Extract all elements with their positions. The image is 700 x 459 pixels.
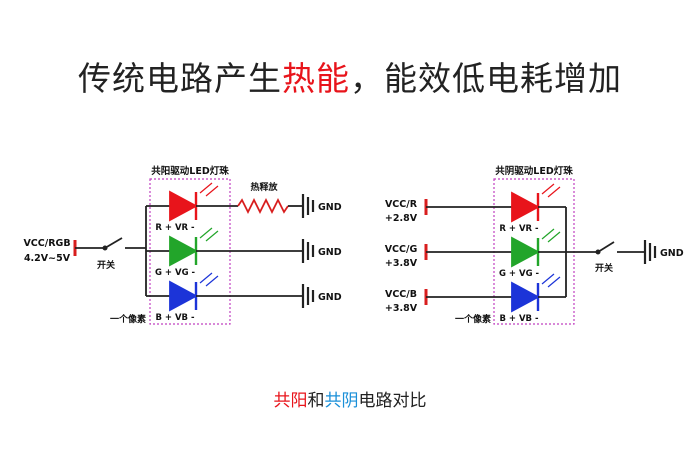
left-title: 共阳驱动LED灯珠 xyxy=(151,165,229,177)
left-led-r xyxy=(169,182,219,222)
caption-and: 和 xyxy=(307,391,325,411)
left-supply-label-2: 4.2V~5V xyxy=(24,253,71,264)
left-gnd-label-2: GND xyxy=(318,247,342,258)
right-led-r xyxy=(511,183,561,223)
right-supply-b-name: VCC/B xyxy=(385,289,417,300)
left-circuit-labels: 共阳驱动LED灯珠 VCC/RGB 4.2V~5V 开关 热释放 一个像素 R … xyxy=(23,165,341,325)
left-switch-label: 开关 xyxy=(97,259,115,271)
right-circuit-labels: 共阴驱动LED灯珠 VCC/R +2.8V VCC/G +3.8V VCC/B … xyxy=(385,165,684,325)
left-gnd-symbol-1 xyxy=(301,194,315,218)
right-switch-blade xyxy=(597,241,615,253)
left-led-r-label: R + VR - xyxy=(155,223,195,233)
right-circuit xyxy=(424,178,657,325)
right-supply-g-voltage: +3.8V xyxy=(385,258,418,269)
left-led-g xyxy=(169,227,219,267)
right-led-r-label: R + VR - xyxy=(499,224,539,234)
right-gnd-symbol xyxy=(643,240,657,264)
right-led-g xyxy=(511,228,561,268)
caption: 共阳和共阴电路对比 xyxy=(0,386,700,411)
right-supply-r-name: VCC/R xyxy=(385,199,418,210)
headline-part-2: ，能效低电耗增加 xyxy=(350,59,622,98)
left-resistor-label: 热释放 xyxy=(250,181,278,193)
left-gnd-label-1: GND xyxy=(318,202,342,213)
right-led-b xyxy=(511,273,561,313)
headline: 传统电路产生热能，能效低电耗增加 xyxy=(0,52,700,100)
right-gnd-label: GND xyxy=(660,248,684,259)
right-title: 共阴驱动LED灯珠 xyxy=(495,165,573,177)
caption-common-cathode: 共阴 xyxy=(324,391,359,411)
left-led-b xyxy=(169,272,219,312)
headline-emphasis: 热能 xyxy=(282,59,350,98)
caption-rest: 电路对比 xyxy=(358,391,427,411)
left-gnd-symbol-2 xyxy=(301,239,315,263)
left-led-g-label: G + VG - xyxy=(155,268,196,278)
left-supply-label-1: VCC/RGB xyxy=(23,238,70,249)
left-gnd-label-3: GND xyxy=(318,292,342,303)
left-switch-blade xyxy=(104,237,123,249)
caption-common-anode: 共阳 xyxy=(273,391,308,411)
left-led-b-label: B + VB - xyxy=(155,313,195,323)
right-supply-b-voltage: +3.8V xyxy=(385,303,418,314)
left-circuit xyxy=(73,178,315,325)
left-gnd-symbol-3 xyxy=(301,284,315,308)
right-supply-g-name: VCC/G xyxy=(385,244,418,255)
right-led-g-label: G + VG - xyxy=(499,269,540,279)
right-supply-r-voltage: +2.8V xyxy=(385,213,418,224)
right-pixel-label: 一个像素 xyxy=(455,313,491,325)
right-switch-label: 开关 xyxy=(595,262,613,274)
headline-part-1: 传统电路产生 xyxy=(78,59,282,98)
left-resistor xyxy=(237,197,289,215)
left-pixel-label: 一个像素 xyxy=(110,313,146,325)
right-led-b-label: B + VB - xyxy=(499,314,539,324)
